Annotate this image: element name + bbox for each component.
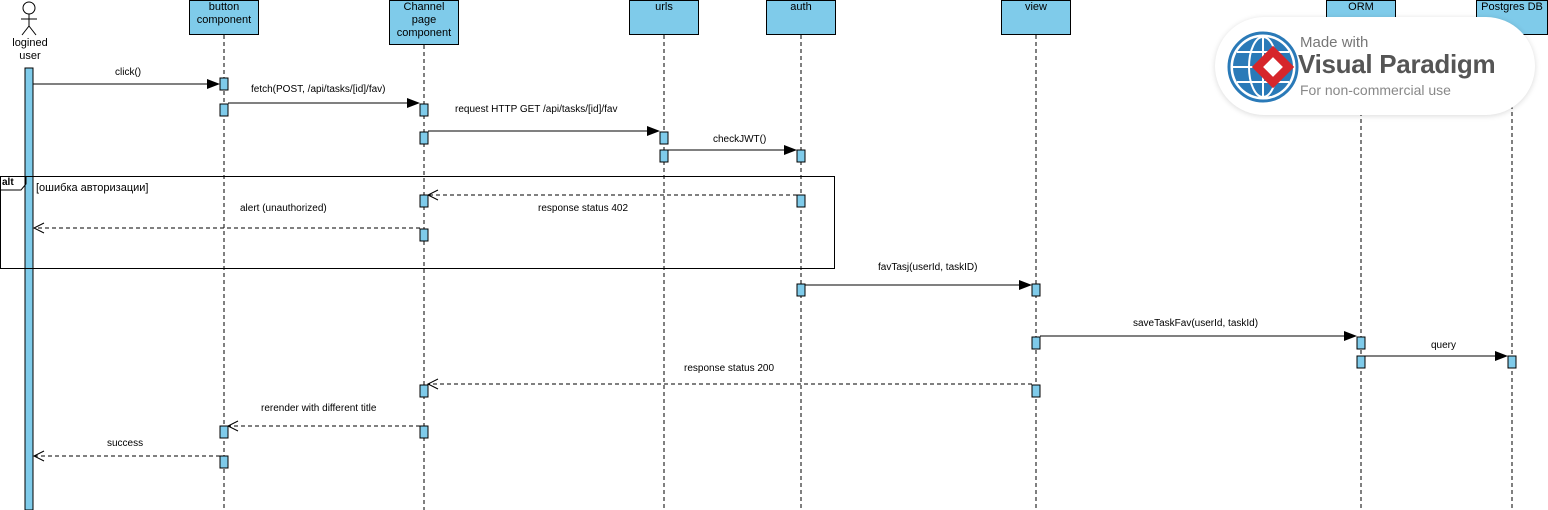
lifeline-view-header[interactable]: view bbox=[1001, 0, 1071, 35]
lifeline-urls-label: urls bbox=[655, 1, 673, 13]
actor-leg-right bbox=[28, 25, 37, 36]
message-label: checkJWT() bbox=[713, 134, 767, 145]
alt-guard-condition: [ошибка авторизации] bbox=[36, 182, 149, 194]
message-label: rerender with different title bbox=[261, 403, 377, 414]
activation-box bbox=[1356, 355, 1366, 369]
watermark-line3: For non-commercial use bbox=[1300, 82, 1451, 98]
activation-box bbox=[796, 194, 806, 208]
watermark-line2: Visual Paradigm bbox=[1298, 49, 1496, 79]
message-label: favTasj(userId, taskID) bbox=[878, 262, 978, 273]
lifeline-auth-header[interactable]: auth bbox=[766, 0, 836, 35]
lifeline-auth-label: auth bbox=[790, 1, 812, 13]
message-label: fetch(POST, /api/tasks/[id]/fav) bbox=[251, 84, 386, 95]
arrowhead-filled bbox=[1344, 331, 1357, 341]
activation-box bbox=[1356, 336, 1366, 350]
activation-box bbox=[219, 77, 229, 91]
arrowhead-open bbox=[426, 189, 439, 201]
alt-operator: alt bbox=[2, 177, 14, 188]
activation-box bbox=[419, 425, 429, 439]
activation-box bbox=[796, 149, 806, 163]
activation-box bbox=[419, 103, 429, 117]
activation-box bbox=[419, 384, 429, 398]
message-label: request HTTP GET /api/tasks/[id]/fav bbox=[455, 104, 618, 115]
arrowhead-open bbox=[226, 420, 239, 432]
activation-box bbox=[419, 228, 429, 242]
activation-box bbox=[1031, 283, 1041, 297]
activation-box bbox=[419, 131, 429, 145]
activation-box bbox=[1031, 384, 1041, 398]
message-label: response status 402 bbox=[538, 203, 629, 214]
arrowhead-filled bbox=[407, 98, 420, 108]
activation-box bbox=[219, 103, 229, 117]
arrowhead-filled bbox=[647, 126, 660, 136]
activation-box bbox=[219, 425, 229, 439]
arrowhead-filled bbox=[784, 145, 797, 155]
arrowhead-open bbox=[32, 222, 45, 234]
alt-fragment-tab bbox=[0, 176, 27, 191]
lifeline-orm-label: ORM bbox=[1348, 1, 1374, 13]
arrowhead-filled bbox=[1019, 280, 1032, 290]
arrowhead-open bbox=[32, 450, 45, 462]
message-label: alert (unauthorized) bbox=[240, 203, 327, 214]
actor-leg-left bbox=[21, 25, 30, 36]
activation-box bbox=[659, 149, 669, 163]
lifeline-urls-header[interactable]: urls bbox=[629, 0, 699, 35]
actor-head-icon bbox=[22, 1, 36, 15]
activation-box bbox=[1031, 336, 1041, 350]
arrowhead-filled bbox=[1495, 351, 1508, 361]
message-label: click() bbox=[115, 67, 142, 78]
watermark-line1: Made with bbox=[1300, 34, 1369, 51]
message-label: response status 200 bbox=[684, 363, 775, 374]
activation-box bbox=[796, 283, 806, 297]
lifeline-db-label: Postgres DB bbox=[1481, 1, 1543, 13]
alt-fragment-frame bbox=[0, 176, 835, 269]
activation-box bbox=[219, 455, 229, 469]
message-label: saveTaskFav(userId, taskId) bbox=[1133, 318, 1259, 329]
message-label: query bbox=[1431, 340, 1457, 351]
lifeline-view-label: view bbox=[1024, 1, 1047, 13]
activation-box bbox=[419, 194, 429, 208]
actor-activation-bar bbox=[24, 67, 34, 510]
activation-box bbox=[659, 131, 669, 145]
activation-box bbox=[1507, 355, 1517, 369]
arrowhead-filled bbox=[207, 79, 220, 89]
arrowhead-open bbox=[426, 378, 439, 390]
message-label: success bbox=[107, 438, 144, 449]
